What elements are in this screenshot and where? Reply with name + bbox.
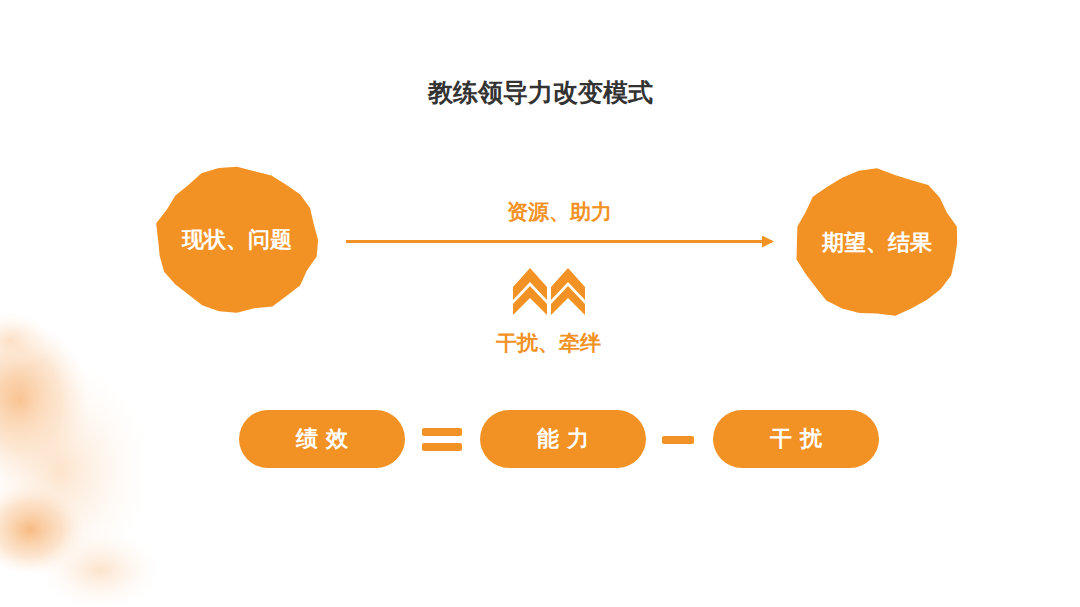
ink-blob-node: 期望、结果 [794, 168, 960, 318]
node-label: 现状、问题 [154, 225, 320, 255]
pill-box: 能 力 [480, 410, 646, 468]
diagram-title: 教练领导力改变模式 [0, 76, 1080, 109]
node-label: 期望、结果 [794, 228, 960, 258]
pill-box: 绩 效 [239, 410, 405, 468]
minus-sign [662, 436, 694, 444]
pill-fill [713, 410, 879, 468]
equals-sign [422, 428, 462, 451]
node-label: 能 力 [480, 424, 646, 454]
pill-fill [480, 410, 646, 468]
node-label: 绩 效 [239, 424, 405, 454]
node-label: 干 扰 [713, 424, 879, 454]
ink-blob-node: 现状、问题 [154, 165, 320, 315]
pill-box: 干 扰 [713, 410, 879, 468]
edge-label: 资源、助力 [507, 198, 612, 226]
note-label: 干扰、牵绊 [496, 329, 601, 357]
up-chevrons [513, 268, 585, 315]
flow-arrow [346, 240, 772, 243]
pill-fill [239, 410, 405, 468]
